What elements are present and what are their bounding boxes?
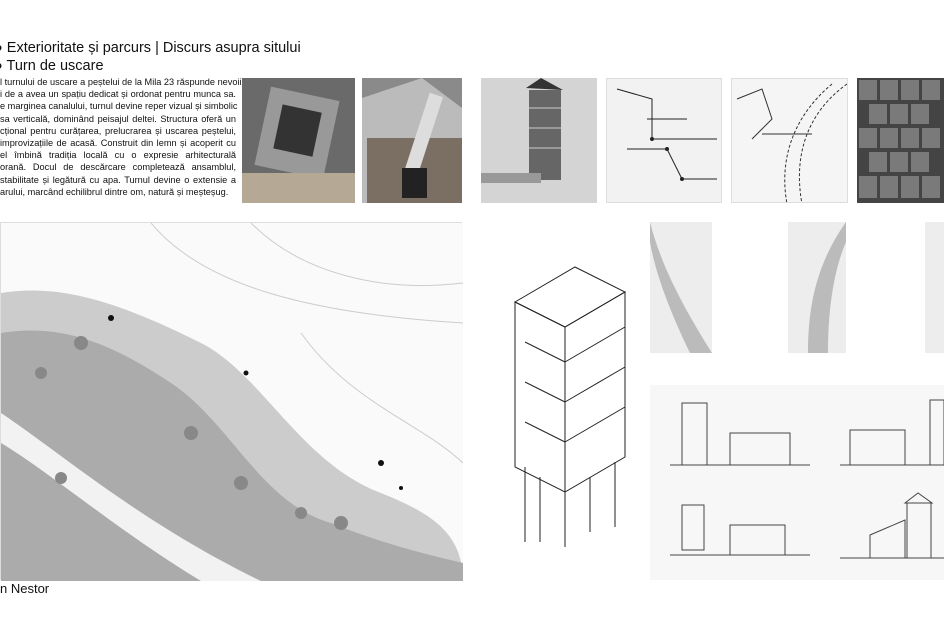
description-line: sa verticală, dominând peisajul deltei. … [0,113,236,124]
route-sketch-2 [731,78,848,203]
site-detail-plan-1 [650,222,712,353]
site-detail-plan-3 [925,222,944,353]
model-photo-top-view [242,78,355,203]
author-name: n Nestor [0,581,50,596]
board-title: ● Exterioritate și parcurs | Discurs asu… [0,40,301,56]
description-line: el îmbină tradiția locală cu o expresie … [0,150,236,161]
description-line: improvizațiile de acasă. Construit din l… [0,138,236,149]
description-line: arului, marcând echilibrul dintre om, na… [0,186,229,197]
elevations-and-sections [650,385,944,580]
site-plan-drawing [0,222,463,581]
site-detail-plan-2 [788,222,846,353]
subtitle-text: Turn de uscare [6,58,104,74]
description-line: i de a avea un spațiu dedicat și ordonat… [0,89,236,100]
model-photo-detail [362,78,462,203]
title-text: Exterioritate și parcurs | Discurs asupr… [6,40,301,56]
description-line: cțional pentru curățarea, prelucrarea și… [0,125,236,136]
description-line: orană. Docul de descărcare completează a… [0,162,236,173]
model-photo-tower [481,78,597,203]
description-line: stabilitate și legătură cu apa. Turnul d… [0,174,236,185]
tower-axonometric-drawing [505,262,630,552]
description-line: e marginea canalului, turnul devine repe… [0,101,238,112]
route-sketch-1 [606,78,722,203]
description-paragraph: l turnului de uscare a peștelui de la Mi… [0,76,242,198]
shingle-texture-photo [857,78,944,203]
board-subtitle: ● Turn de uscare [0,58,104,74]
description-line: l turnului de uscare a peștelui de la Mi… [0,77,242,87]
